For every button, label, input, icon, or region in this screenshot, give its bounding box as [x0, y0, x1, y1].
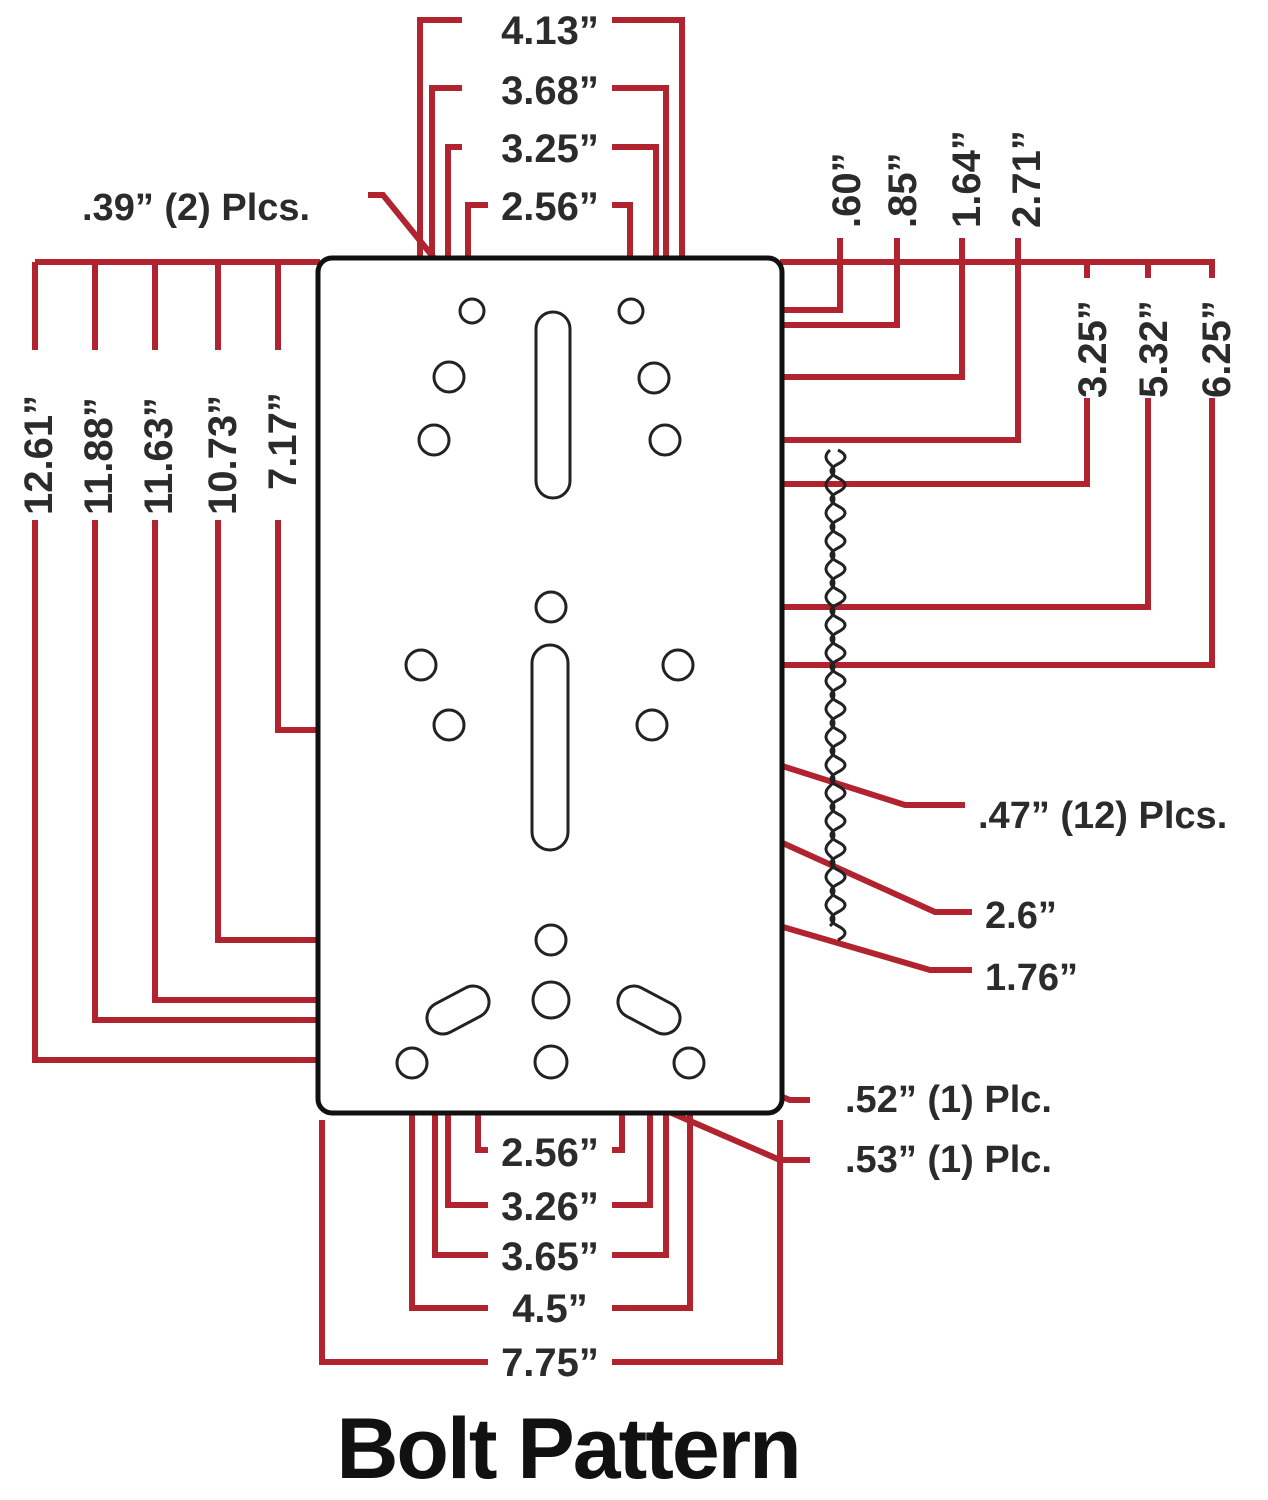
dim-label-right-60: .60”: [825, 152, 869, 228]
hole-br: [672, 1046, 706, 1080]
dim-label-bottom-45: 4.5”: [512, 1287, 588, 1331]
dim-label-top-2-56: 2.56”: [501, 185, 599, 229]
hole-center-2: [534, 923, 568, 957]
dim-label-left-1261: 12.61”: [17, 395, 61, 515]
dim-label-right-164: 1.64”: [945, 130, 989, 228]
left-dimension-labels: 12.61” 11.88” 11.63” 10.73” 7.17”: [17, 392, 305, 515]
hole-ml-2: [432, 708, 466, 742]
dimension-lines: [32, 17, 1215, 1365]
slot-bottom-right: [616, 984, 682, 1036]
note-52-hole: .52” (1) Plc.: [845, 1079, 1052, 1121]
hole-mr: [661, 648, 695, 682]
dim-label-bottom-256: 2.56”: [501, 1131, 599, 1175]
hole-bl: [395, 1046, 429, 1080]
holes: [395, 297, 706, 1080]
hole-52: [531, 980, 571, 1020]
dim-line-left-1188: [92, 262, 415, 1023]
dim-line-right-625: [695, 262, 1215, 668]
note-slot-176: 1.76”: [985, 957, 1078, 999]
coil-edge-inner: [824, 448, 836, 928]
hole-tl-1: [432, 360, 466, 394]
dim-label-right-325: 3.25”: [1071, 300, 1115, 398]
dim-label-left-717: 7.17”: [261, 392, 305, 490]
hole-tr-2: [648, 423, 682, 457]
top-right-dimension-labels: .60” .85” 1.64” 2.71”: [825, 130, 1049, 228]
hole-small-left: [458, 297, 486, 325]
note-slot-26: 2.6”: [985, 895, 1057, 937]
note-labels: .47” (12) Plcs. 2.6” 1.76” .52” (1) Plc.…: [845, 795, 1227, 1181]
dim-label-right-85: .85”: [881, 152, 925, 228]
diagram-title: Bolt Pattern: [336, 1401, 799, 1497]
dim-label-left-1163: 11.63”: [137, 397, 181, 515]
dim-label-top-3-68: 3.68”: [501, 69, 599, 113]
hole-center-1: [534, 590, 568, 624]
slot-bottom-left: [425, 984, 491, 1036]
dim-line-right-271: [678, 238, 1021, 443]
top-dimension-labels: 4.13” 3.68” 3.25” 2.56”: [501, 9, 599, 229]
dim-label-bottom-326: 3.26”: [501, 1185, 599, 1229]
note-47-holes: .47” (12) Plcs.: [978, 795, 1227, 837]
dim-line-bottom-45: [409, 1080, 693, 1311]
dim-label-bottom-775: 7.75”: [501, 1341, 599, 1385]
dim-line-left-1261: [32, 262, 395, 1063]
dim-label-top-4-13: 4.13”: [501, 9, 599, 53]
slot-top: [534, 310, 572, 500]
dim-label-right-532: 5.32”: [1132, 300, 1176, 398]
bottom-dimension-labels: 2.56” 3.26” 3.65” 4.5” 7.75”: [501, 1131, 599, 1385]
hole-ml: [404, 648, 438, 682]
hole-small-right: [617, 297, 645, 325]
dim-label-bottom-365: 3.65”: [501, 1235, 599, 1279]
label-backgrounds: [488, 2, 612, 1386]
dim-label-left-1073: 10.73”: [201, 395, 245, 515]
right-dimension-labels: 3.25” 5.32” 6.25”: [1071, 300, 1239, 398]
slot-middle: [530, 643, 570, 852]
dim-line-bottom-775: [319, 1120, 783, 1365]
dim-label-right-271: 2.71”: [1005, 130, 1049, 228]
note-39-holes: .39” (2) Plcs.: [82, 187, 310, 229]
dim-label-left-1188: 11.88”: [77, 397, 121, 515]
coil-edge: [829, 448, 847, 942]
hole-53: [533, 1044, 569, 1080]
dim-label-right-625: 6.25”: [1195, 300, 1239, 398]
dim-label-top-3-25: 3.25”: [501, 127, 599, 171]
hole-tl-2: [417, 423, 451, 457]
hole-tr-1: [637, 361, 671, 395]
hole-mr-2: [635, 708, 669, 742]
note-53-hole: .53” (1) Plc.: [845, 1139, 1052, 1181]
